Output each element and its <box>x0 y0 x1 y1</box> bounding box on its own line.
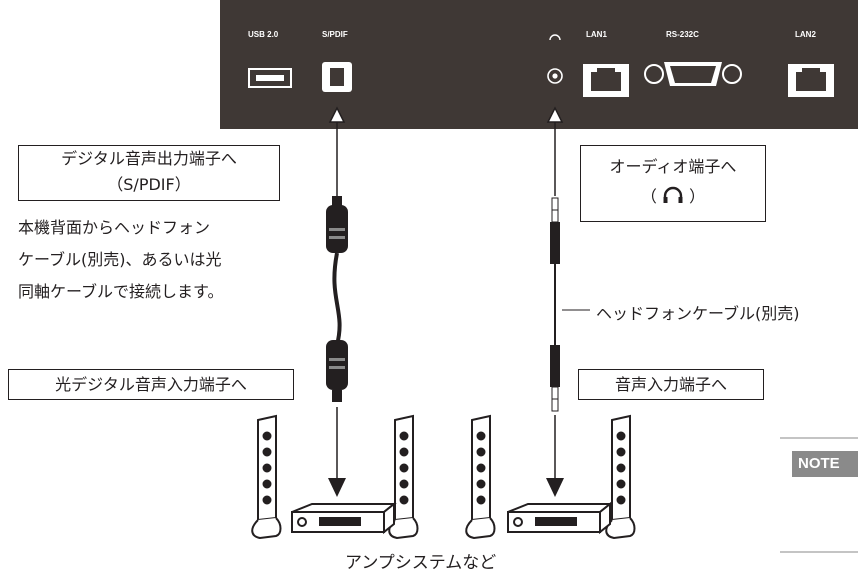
speaker-icon <box>388 414 419 540</box>
arrow-down-optical <box>328 407 346 497</box>
usb-port-icon <box>248 68 292 88</box>
callout-line-1: オーディオ端子へ <box>609 157 737 176</box>
callout-line-2: （ ） <box>581 182 765 212</box>
headphone-cable <box>550 197 560 412</box>
usb-port-label: USB 2.0 <box>248 30 279 39</box>
paren-close: ） <box>689 187 706 206</box>
lan1-port-icon <box>583 64 629 97</box>
arrow-down-audio <box>546 415 564 497</box>
digital-output-callout: デジタル音声出力端子へ （S/PDIF） <box>18 145 280 201</box>
arrow-up-optical <box>328 106 346 196</box>
amplifier-icon <box>507 501 613 535</box>
paren-open: （ <box>640 187 657 206</box>
headphone-icon <box>663 186 683 203</box>
note-badge: NOTE <box>792 451 858 477</box>
spdif-port-icon <box>322 62 352 92</box>
lan2-port-icon <box>788 64 834 97</box>
optical-cable <box>326 196 348 402</box>
speaker-icon <box>465 414 496 540</box>
spdif-port-label: S/PDIF <box>322 30 348 39</box>
amplifier-system-label: アンプシステムなど <box>345 553 497 573</box>
audio-output-callout: オーディオ端子へ （ ） <box>580 145 766 222</box>
headphone-jack-icon <box>547 34 563 84</box>
connection-note-line-1: 本機背面からヘッドフォン <box>18 218 211 237</box>
callout-line-1: デジタル音声出力端子へ <box>61 149 237 168</box>
audio-input-callout: 音声入力端子へ <box>578 369 764 400</box>
speaker-icon <box>251 414 282 540</box>
connection-note-line-3: 同軸ケーブルで接続します。 <box>18 282 224 301</box>
arrow-up-audio <box>546 106 564 196</box>
lan2-port-label: LAN2 <box>795 30 816 39</box>
rs232c-port-icon <box>644 62 742 86</box>
amplifier-icon <box>291 501 397 535</box>
connection-note-line-2: ケーブル(別売)、あるいは光 <box>18 250 222 269</box>
rs232c-port-label: RS-232C <box>666 30 699 39</box>
speaker-icon <box>605 414 636 540</box>
optical-input-callout: 光デジタル音声入力端子へ <box>8 369 294 400</box>
headphone-cable-label: ヘッドフォンケーブル(別売) <box>596 304 800 323</box>
callout-line-2: （S/PDIF） <box>107 175 191 194</box>
lan1-port-label: LAN1 <box>586 30 607 39</box>
